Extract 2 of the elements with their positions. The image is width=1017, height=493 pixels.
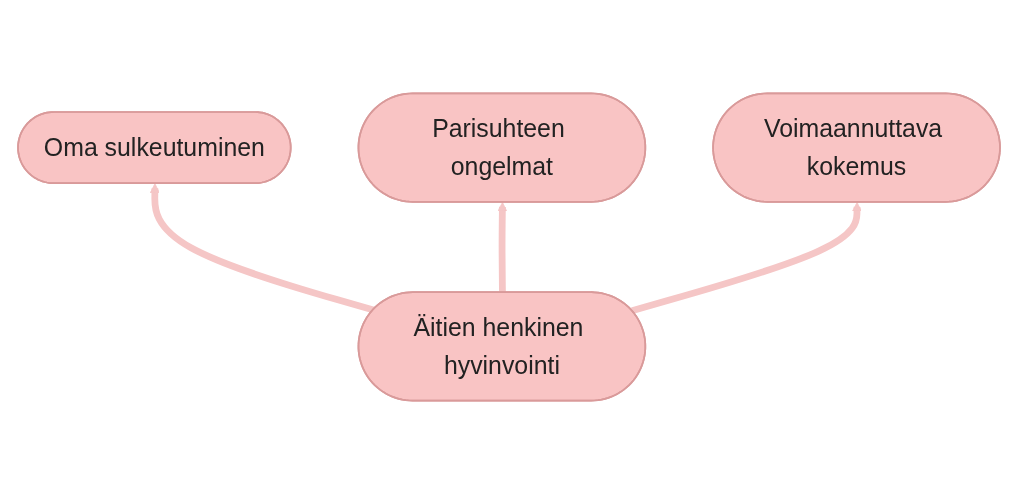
arrow: [496, 201, 507, 293]
arrow: [630, 201, 862, 314]
